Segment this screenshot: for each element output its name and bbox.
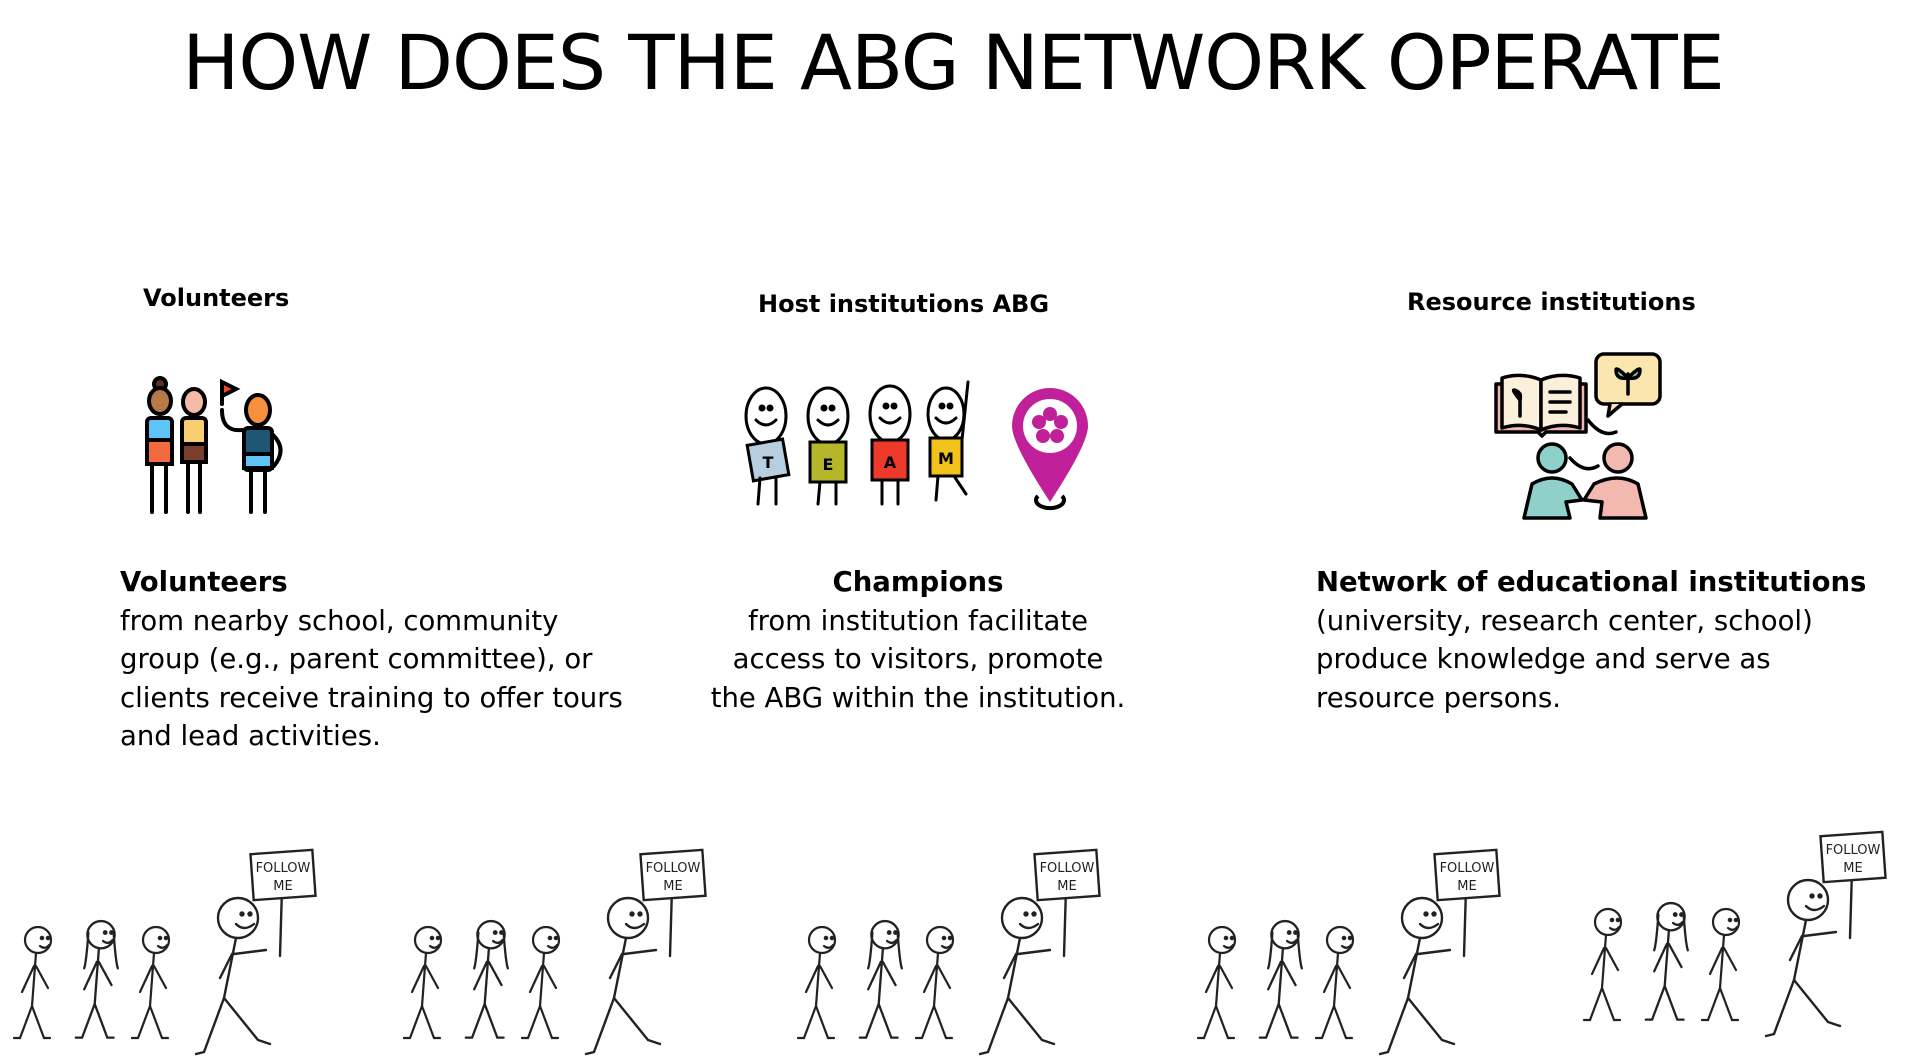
sign-text-line1: FOLLOW [256,861,311,876]
network-description: Network of educational institutions (uni… [1316,563,1866,717]
follow-me-group: FOLLOW ME [1192,828,1522,1060]
sign-text-line1: FOLLOW [1040,861,1095,876]
page-title: HOW DOES THE ABG NETWORK OPERATE [182,18,1725,107]
team-letter: T [763,453,774,472]
text-line: the ABG within the institution. [710,681,1126,714]
team-letter: E [823,455,834,474]
follow-me-group: FOLLOW ME [792,828,1122,1060]
sign-text-line2: ME [1843,861,1862,876]
volunteers-heading: Volunteers [120,566,288,598]
follow-me-group: FOLLOW ME [1578,810,1906,1042]
stick-figures-icon: FOLLOW ME [1196,848,1501,1056]
volunteers-icon [145,376,283,514]
host-institutions-label: Host institutions ABG [758,290,1050,318]
volunteers-label: Volunteers [143,284,290,312]
sign-text-line1: FOLLOW [646,861,701,876]
sign-text-line1: FOLLOW [1826,843,1881,858]
champions-heading: Champions [832,566,1004,598]
sign-text-line1: FOLLOW [1440,861,1495,876]
text-line: produce knowledge and serve as [1316,643,1771,675]
team-icon: T E A M [744,380,970,506]
sign-text-line2: ME [663,879,682,894]
volunteers-description: Volunteers from nearby school, community… [120,563,623,756]
sign-text-line2: ME [1457,879,1476,894]
stick-figures-icon: FOLLOW ME [1582,830,1887,1038]
text-line: access to visitors, promote [732,643,1104,675]
team-letter: M [938,449,954,468]
text-line: resource persons. [1316,681,1562,714]
champions-description: Champions from institution facilitate ac… [700,563,1136,717]
stick-figures-icon: FOLLOW ME [796,848,1101,1056]
team-letter: A [884,453,897,472]
text-line: from nearby school, community [120,604,559,637]
follow-me-group: FOLLOW ME [8,828,338,1060]
text-line: from institution facilitate [747,604,1089,637]
sign-text-line2: ME [1057,879,1076,894]
sign-text-line2: ME [273,879,292,894]
stick-figures-icon: FOLLOW ME [12,848,317,1056]
stick-figures-icon: FOLLOW ME [402,848,707,1056]
text-line: and lead activities. [120,720,381,752]
text-line: group (e.g., parent committee), or [120,643,593,675]
location-pin-icon [1012,388,1088,511]
resource-institutions-label: Resource institutions [1407,288,1696,316]
resource-exchange-icon [1494,352,1662,520]
text-line: clients receive training to offer tours [120,681,623,714]
text-line: (university, research center, school) [1316,604,1813,637]
network-heading: Network of educational institutions [1316,566,1867,598]
follow-me-group: FOLLOW ME [398,828,728,1060]
